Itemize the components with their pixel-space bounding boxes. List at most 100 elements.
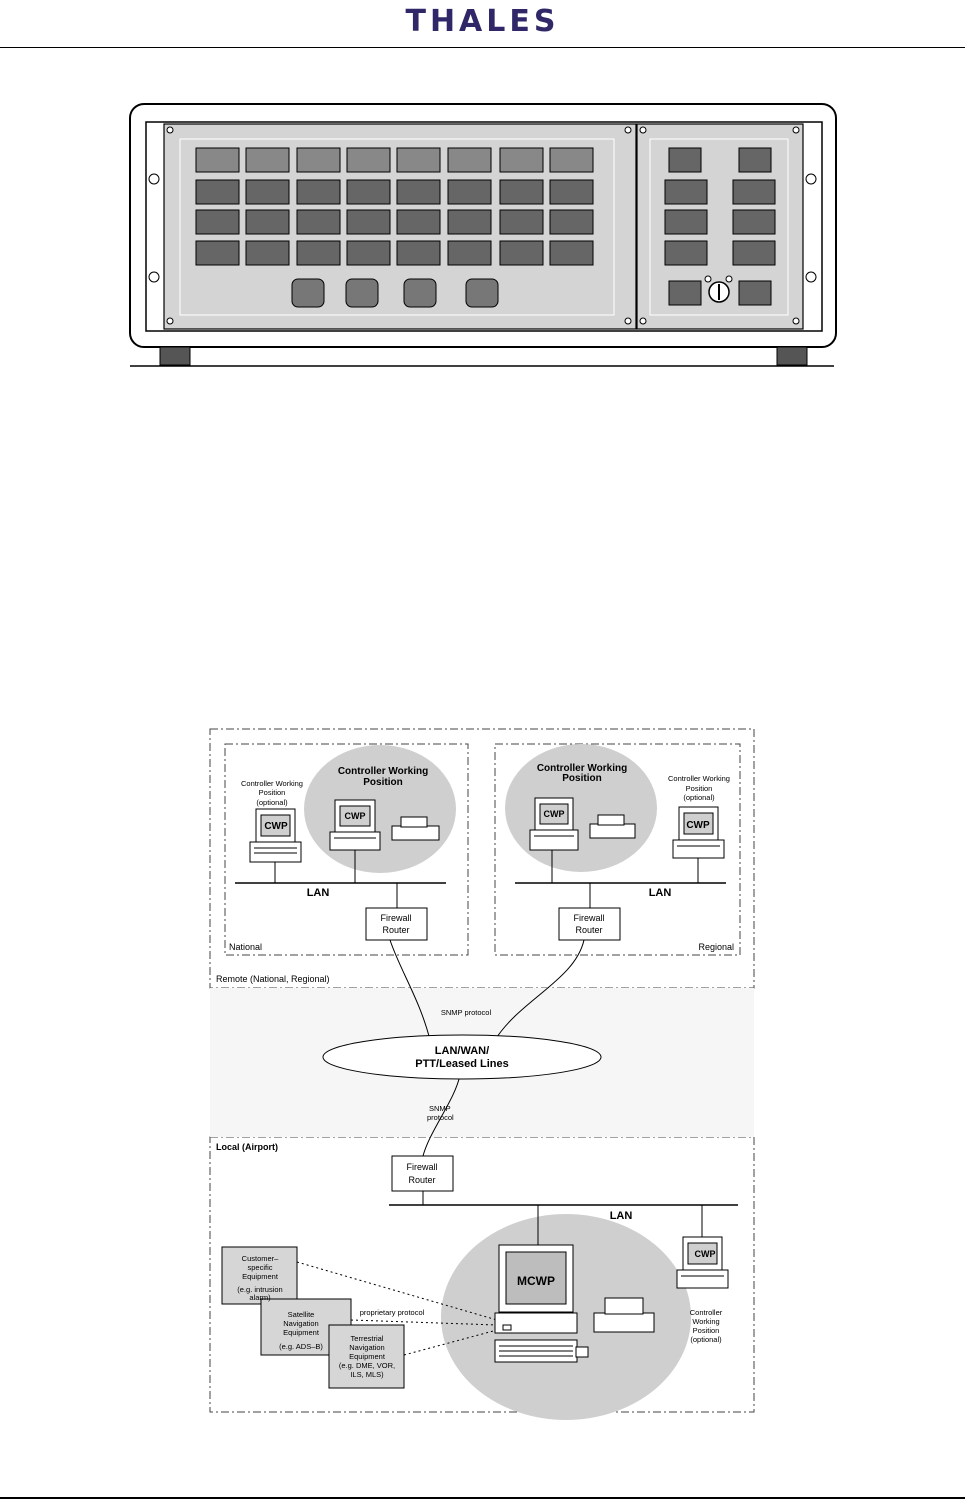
satellite-equipment-1: Satellite — [288, 1310, 315, 1319]
panel-key — [668, 147, 702, 173]
printer-national — [391, 816, 440, 841]
panel-key — [195, 209, 240, 235]
cwp-terminal-national-optional — [249, 808, 302, 863]
panel-key — [499, 209, 544, 235]
panel-key — [732, 179, 776, 205]
panel-key — [396, 209, 441, 235]
lan-label-national: LAN — [307, 887, 330, 899]
proprietary-protocol-label: proprietary protocol — [360, 1308, 425, 1317]
satellite-equipment-2: Navigation — [283, 1319, 318, 1328]
national-label: National — [229, 942, 262, 952]
firewall-national-1: Firewall — [380, 913, 411, 923]
header-rule — [0, 47, 965, 48]
footer-rule — [0, 1497, 965, 1499]
panel-key — [664, 179, 708, 205]
controller-optional-local-1: Controller — [690, 1308, 723, 1317]
controller-position-national-1: Controller Working — [338, 766, 428, 777]
satellite-equipment-4: (e.g. ADS–B) — [279, 1342, 323, 1351]
panel-key — [346, 209, 391, 235]
panel-key — [245, 240, 290, 266]
panel-key — [195, 147, 240, 173]
firewall-local-2: Router — [408, 1175, 435, 1185]
panel-key — [549, 179, 594, 205]
firewall-regional-2: Router — [575, 925, 602, 935]
customer-equipment-3: Equipment — [242, 1272, 279, 1281]
cwp-label-local-optional: CWP — [695, 1249, 716, 1259]
local-label: Local (Airport) — [216, 1142, 278, 1152]
controller-optional-local-3: Position — [693, 1326, 720, 1335]
wan-label-2: PTT/Leased Lines — [415, 1058, 509, 1070]
panel-key — [732, 240, 776, 266]
controller-position-regional-2: Position — [562, 773, 601, 784]
cwp-label-regional: CWP — [544, 809, 565, 819]
panel-key — [664, 209, 708, 235]
customer-equipment-5: alarm) — [249, 1293, 271, 1302]
panel-key — [296, 147, 341, 173]
mcwp-label: MCWP — [517, 1274, 555, 1288]
terrestrial-equipment-2: Navigation — [349, 1343, 384, 1352]
snmp-protocol-bottom-1: SNMP — [429, 1104, 451, 1113]
controller-optional-left-3: (optional) — [256, 798, 288, 807]
controller-position-national-2: Position — [363, 777, 402, 788]
lan-label-regional: LAN — [649, 887, 672, 899]
terrestrial-equipment-1: Terrestrial — [351, 1334, 384, 1343]
panel-key — [346, 147, 391, 173]
mcwp-workstation — [494, 1244, 589, 1363]
cwp-terminal-regional-optional — [672, 806, 725, 859]
cwp-terminal-national — [329, 799, 381, 851]
panel-key — [346, 179, 391, 205]
panel-key — [245, 179, 290, 205]
panel-key — [738, 280, 772, 306]
panel-key — [346, 240, 391, 266]
firewall-national-2: Router — [382, 925, 409, 935]
controller-optional-left-1: Controller Working — [241, 779, 303, 788]
panel-key — [447, 179, 492, 205]
network-diagram: National Regional Remote (National, Regi… — [209, 728, 755, 1420]
panel-key — [195, 240, 240, 266]
panel-key — [296, 240, 341, 266]
panel-key — [396, 179, 441, 205]
cwp-terminal-local-optional — [676, 1236, 729, 1289]
panel-key — [738, 147, 772, 173]
firewall-regional-1: Firewall — [573, 913, 604, 923]
controller-optional-right-3: (optional) — [683, 793, 715, 802]
remote-label: Remote (National, Regional) — [216, 974, 330, 984]
panel-key — [664, 240, 708, 266]
panel-key — [447, 209, 492, 235]
firewall-local-1: Firewall — [406, 1162, 437, 1172]
satellite-equipment-3: Equipment — [283, 1328, 320, 1337]
panel-key — [499, 179, 544, 205]
panel-key — [296, 209, 341, 235]
panel-key — [245, 147, 290, 173]
panel-key — [245, 209, 290, 235]
controller-optional-right-1: Controller Working — [668, 774, 730, 783]
printer-local — [593, 1297, 655, 1333]
panel-key — [549, 209, 594, 235]
cwp-label-national-optional: CWP — [264, 821, 288, 832]
cwp-terminal-regional — [529, 797, 579, 851]
cwp-label-regional-optional: CWP — [686, 820, 710, 831]
controller-optional-local-4: (optional) — [690, 1335, 722, 1344]
front-panel-drawing — [129, 103, 837, 367]
wan-label-1: LAN/WAN/ — [435, 1045, 489, 1057]
panel-key — [296, 179, 341, 205]
thales-logo: THALES — [405, 4, 560, 39]
terrestrial-equipment-5: ILS, MLS) — [350, 1370, 384, 1379]
snmp-protocol-top: SNMP protocol — [441, 1008, 492, 1017]
panel-key — [549, 240, 594, 266]
controller-optional-local-2: Working — [692, 1317, 719, 1326]
panel-key — [447, 147, 492, 173]
terrestrial-equipment-3: Equipment — [349, 1352, 386, 1361]
panel-key — [732, 209, 776, 235]
customer-equipment-4: (e.g. intrusion — [237, 1285, 282, 1294]
customer-equipment-1: Customer– — [242, 1254, 280, 1263]
cwp-label-national: CWP — [345, 811, 366, 821]
regional-label: Regional — [698, 942, 734, 952]
panel-key — [195, 179, 240, 205]
customer-equipment-2: specific — [247, 1263, 272, 1272]
lan-label-local: LAN — [610, 1210, 633, 1222]
panel-key — [447, 240, 492, 266]
controller-optional-left-2: Position — [259, 788, 286, 797]
controller-position-regional-1: Controller Working — [537, 763, 627, 774]
